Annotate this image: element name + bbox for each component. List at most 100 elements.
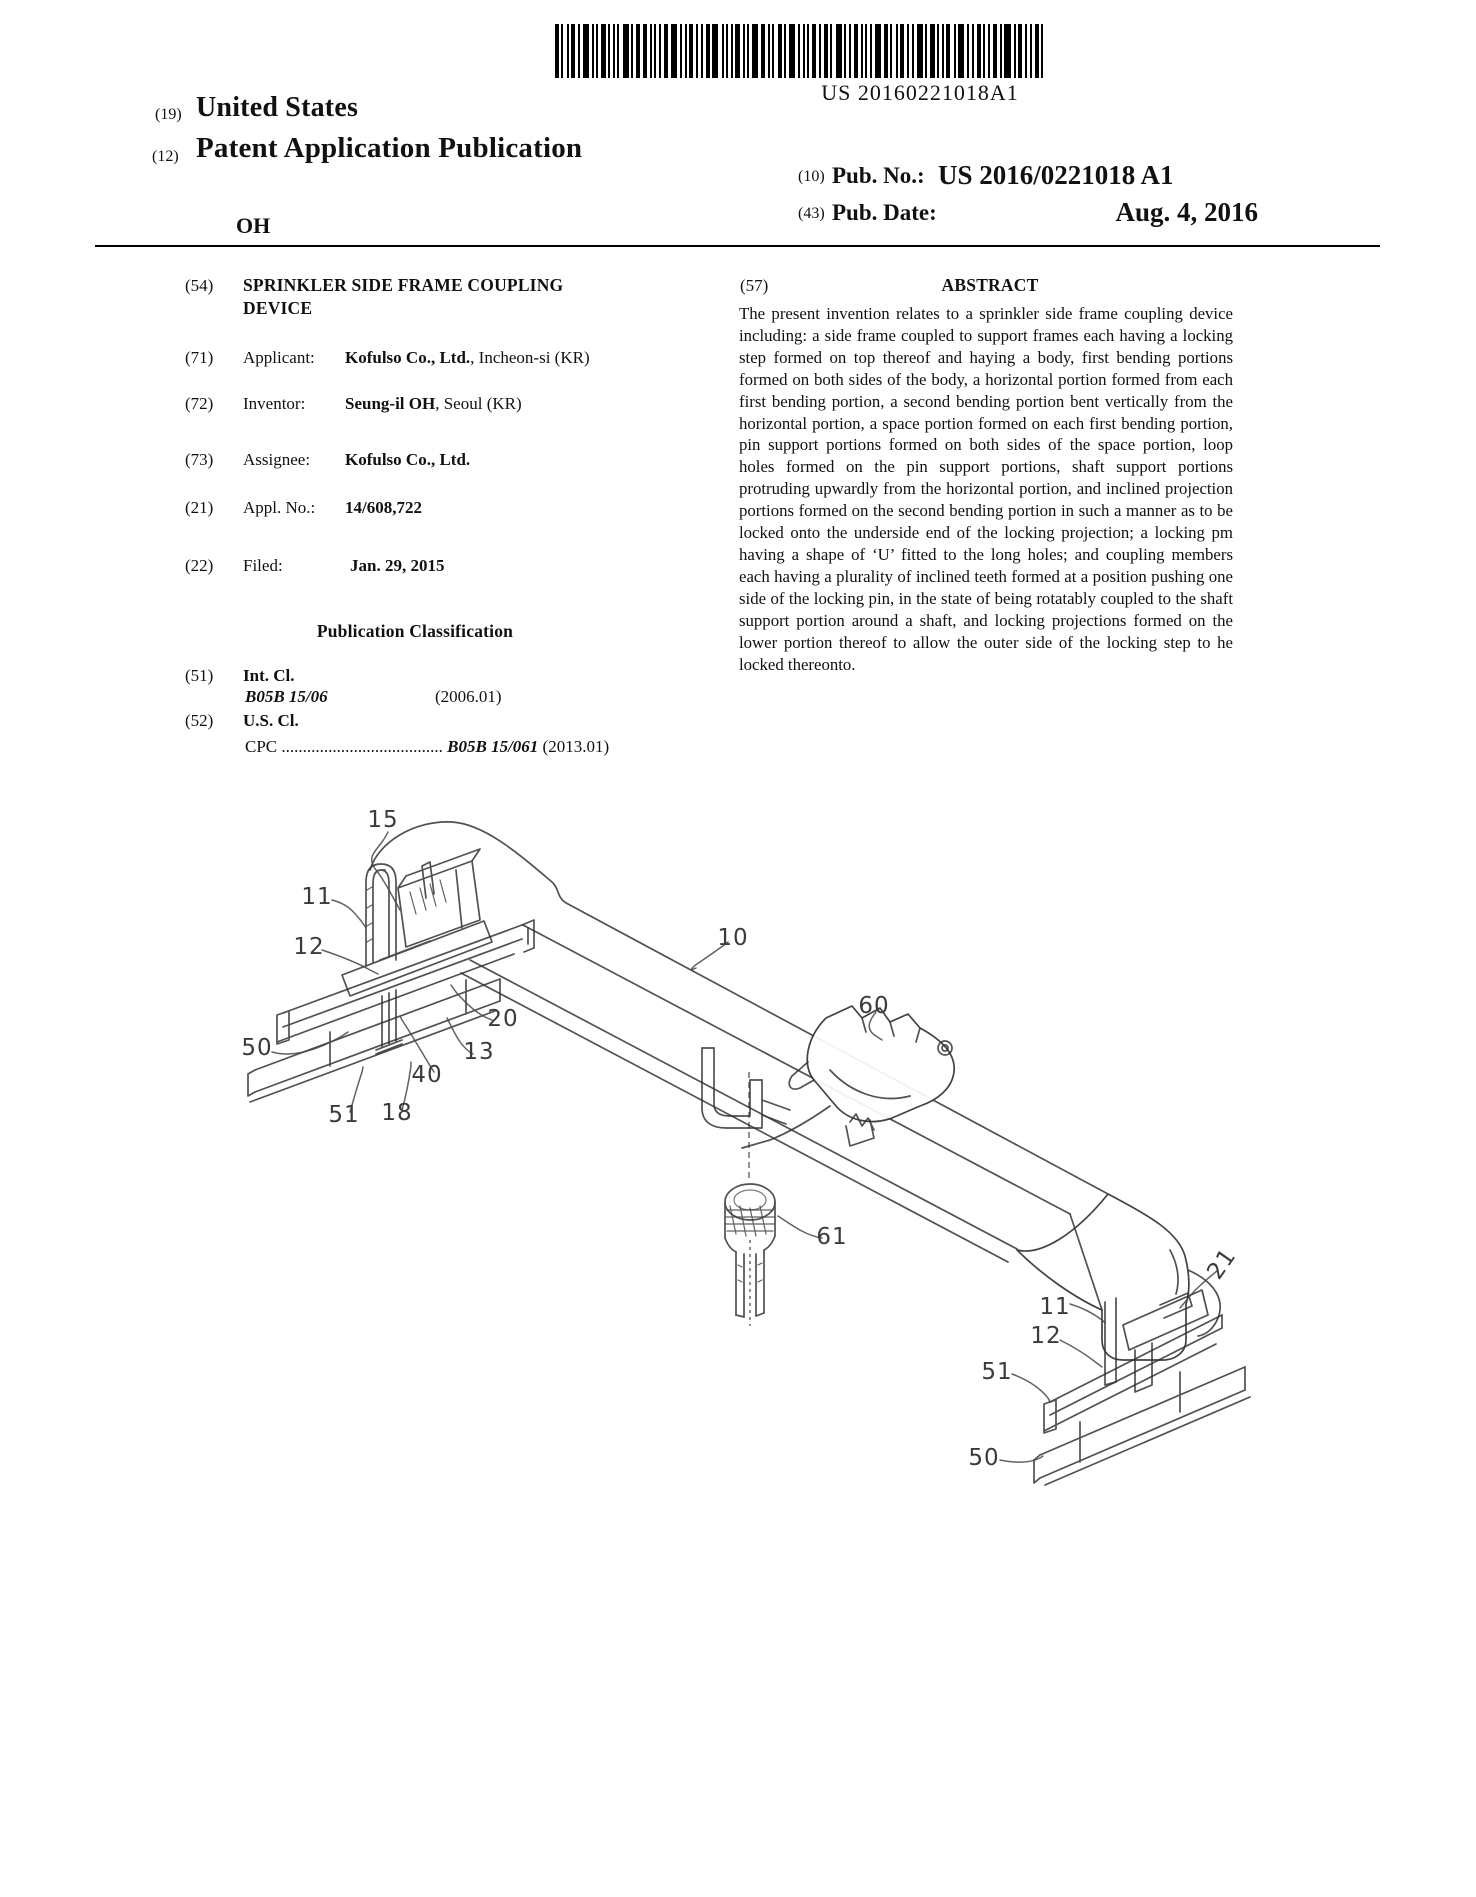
barcode-bar [988, 24, 991, 78]
barcode-bar [689, 24, 694, 78]
barcode-bar [1018, 24, 1023, 78]
barcode-bar [907, 24, 910, 78]
side-frame [369, 821, 1109, 1263]
barcode-bar [631, 24, 634, 78]
barcode-bar [957, 24, 965, 78]
int-cl-year: (2006.01) [435, 687, 502, 706]
figure-ref-label: 11 [1039, 1294, 1071, 1320]
barcode-bar [679, 24, 682, 78]
int-cl-label: Int. Cl. [243, 666, 295, 685]
figure-ref-label: 20 [487, 1006, 519, 1032]
barcode-bar [789, 24, 796, 78]
barcode-bar [916, 24, 923, 78]
barcode [555, 24, 1050, 78]
appl-no-value: 14/608,722 [345, 498, 422, 517]
barcode-bar [617, 24, 620, 78]
barcode-bar [865, 24, 868, 78]
figure-ref-label: 12 [1030, 1323, 1062, 1349]
barcode-bar [797, 24, 800, 78]
us-cl-label: U.S. Cl. [243, 711, 299, 730]
barcode-bar [566, 24, 569, 78]
int-cl-kind-code: (51) [185, 666, 214, 685]
barcode-bar [636, 24, 641, 78]
barcode-bar [1000, 24, 1003, 78]
sprinkler-head-hatching [725, 1205, 775, 1283]
country-name: United States [196, 92, 359, 123]
barcode-bar [844, 24, 847, 78]
barcode-bar [712, 24, 719, 78]
left-coupling-assembly [341, 848, 493, 1055]
barcode-bar [654, 24, 657, 78]
inventor-value: Seung-il OH, Seoul (KR) [345, 394, 522, 413]
barcode-bar [946, 24, 951, 78]
appl-no-label: Appl. No.: [243, 498, 316, 517]
barcode-bar [696, 24, 699, 78]
filed-label: Filed: [243, 556, 283, 575]
pub-no-kind-code: (10) [798, 168, 825, 185]
barcode-bar [1029, 24, 1032, 78]
barcode-bar [812, 24, 817, 78]
invention-title: SPRINKLER SIDE FRAME COUPLING DEVICE [243, 275, 564, 318]
pub-date-kind-code: (43) [798, 205, 825, 222]
barcode-bar [835, 24, 842, 78]
barcode-bar [649, 24, 652, 78]
hanger-ring [701, 1047, 791, 1129]
barcode-bar [971, 24, 974, 78]
barcode-bar [607, 24, 610, 78]
barcode-bar [849, 24, 852, 78]
barcode-bar [967, 24, 970, 78]
right-foot-details [1069, 1213, 1221, 1386]
filed-kind-code: (22) [185, 556, 214, 575]
barcode-bar [890, 24, 893, 78]
abstract-text: The present invention relates to a sprin… [739, 304, 1233, 674]
applicant-kind-code: (71) [185, 348, 214, 367]
pub-date-label: Pub. Date: [832, 200, 937, 225]
assignee-value: Kofulso Co., Ltd. [345, 450, 471, 469]
country-kind-code: (19) [155, 106, 182, 123]
left-coupling-teeth [366, 879, 447, 943]
barcode-bar [870, 24, 873, 78]
barcode-bar [613, 24, 616, 78]
abstract-heading: ABSTRACT [941, 275, 1039, 295]
figure-ref-label: 12 [293, 934, 325, 960]
barcode-bar [663, 24, 668, 78]
barcode-bar [807, 24, 810, 78]
header-divider [95, 245, 1380, 247]
figure-ref-label: 15 [367, 807, 399, 833]
appl-no-kind-code: (21) [185, 498, 214, 517]
barcode-bar [1041, 24, 1044, 78]
barcode-bar [555, 24, 560, 78]
title-kind-code: (54) [185, 276, 214, 295]
barcode-bar [895, 24, 898, 78]
figure-ref-label: 60 [858, 993, 890, 1019]
figure-ref-label: 51 [328, 1102, 360, 1128]
abstract-kind-code: (57) [740, 276, 769, 295]
barcode-bar [1013, 24, 1016, 78]
barcode-bar [853, 24, 858, 78]
figure-ref-label: 51 [981, 1359, 1013, 1385]
barcode-bar [942, 24, 945, 78]
pub-date-value: Aug. 4, 2016 [1115, 197, 1258, 227]
barcode-bar [818, 24, 821, 78]
barcode-bar [591, 24, 594, 78]
barcode-bar [860, 24, 863, 78]
figure-ref-label: 10 [717, 925, 749, 951]
barcode-bar [992, 24, 997, 78]
barcode-bar [705, 24, 710, 78]
barcode-bar [830, 24, 833, 78]
barcode-bar [899, 24, 905, 78]
assignee-label: Assignee: [243, 450, 311, 469]
coupling-member [806, 1005, 955, 1123]
barcode-bar [1004, 24, 1011, 78]
inventor-label: Inventor: [243, 394, 306, 413]
barcode-bar [760, 24, 765, 78]
barcode-bar [659, 24, 662, 78]
barcode-bar [777, 24, 782, 78]
barcode-bar [596, 24, 599, 78]
barcode-bar [983, 24, 986, 78]
doc-type: Patent Application Publication [196, 132, 583, 164]
barcode-bar [671, 24, 678, 78]
barcode-bar [601, 24, 606, 78]
